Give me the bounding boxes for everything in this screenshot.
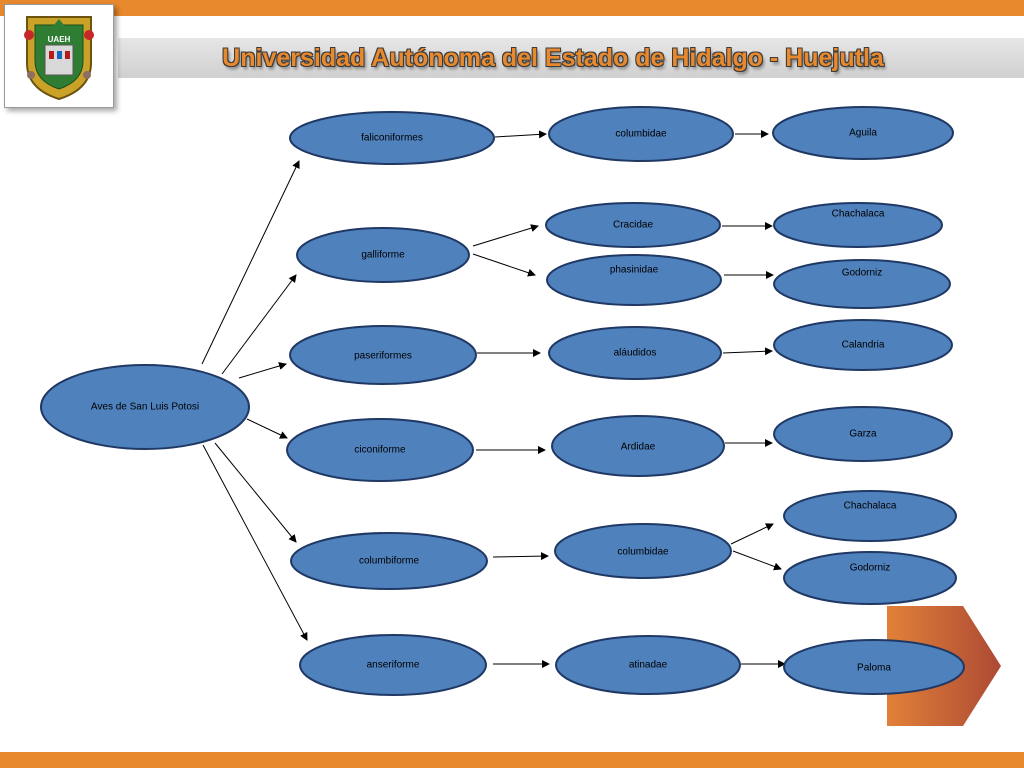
node-family-label: atinadae — [629, 660, 668, 671]
bottom-accent-bar — [0, 752, 1024, 768]
node-order-label: paseriformes — [354, 351, 412, 362]
node-order-label: ciconiforme — [354, 445, 406, 456]
node-order-label: faliconiformes — [361, 133, 423, 144]
edge-alaudidos-calandria — [722, 347, 773, 356]
node-order-anseriforme[interactable]: anseriforme — [299, 634, 487, 696]
edge-root-ciconiforme — [246, 418, 288, 439]
edge-root-anseriforme — [202, 444, 308, 641]
university-logo: UAEH — [4, 4, 114, 108]
logo-text: UAEH — [48, 35, 71, 44]
node-species-label: Calandria — [842, 340, 885, 351]
node-species-label: Paloma — [857, 663, 891, 674]
node-species-godorniz-2[interactable]: Godorniz — [783, 551, 957, 605]
node-order-ciconiforme[interactable]: ciconiforme — [286, 418, 474, 482]
top-accent-bar — [0, 0, 1024, 16]
node-species-label: Chachalaca — [832, 209, 885, 220]
edge-columbidae-godorniz — [732, 550, 782, 571]
edge-columbidae-chachalaca — [730, 523, 774, 545]
node-order-label: columbiforme — [359, 556, 419, 567]
node-species-garza[interactable]: Garza — [773, 406, 953, 462]
node-family-ardidae[interactable]: Ardidae — [551, 415, 725, 477]
node-order-galliforme[interactable]: galliforme — [296, 227, 470, 283]
node-species-label: Chachalaca — [844, 501, 897, 512]
node-family-alaudidos[interactable]: aláudidos — [548, 326, 722, 380]
node-family-label: columbidae — [615, 129, 667, 140]
node-species-label: Garza — [849, 429, 877, 440]
edge-faliconiformes-columbidae — [494, 130, 547, 139]
edge-galliforme-phasinidae — [472, 253, 536, 277]
page-title: Universidad Autónoma del Estado de Hidal… — [222, 44, 884, 72]
edge-root-galliforme — [221, 274, 297, 375]
edge-root-faliconiformes — [201, 160, 300, 365]
edge-root-columbiforme — [214, 442, 297, 543]
edge-columbiforme-columbidae — [492, 552, 549, 561]
node-family-label: aláudidos — [614, 348, 657, 359]
node-order-label: galliforme — [361, 250, 405, 261]
node-order-label: anseriforme — [367, 660, 420, 671]
node-order-faliconiformes[interactable]: faliconiformes — [289, 111, 495, 165]
node-family-label: phasinidae — [610, 265, 659, 276]
node-species-godorniz[interactable]: Godorniz — [773, 259, 951, 309]
node-order-paseriformes[interactable]: paseriformes — [289, 325, 477, 385]
node-order-columbiforme[interactable]: columbiforme — [290, 532, 488, 590]
node-species-chachalaca-2[interactable]: Chachalaca — [783, 490, 957, 542]
node-species-label: Aguila — [849, 128, 877, 139]
shield-icon: UAEH — [24, 16, 94, 101]
node-root-label: Aves de San Luis Potosi — [91, 402, 199, 413]
edge-galliforme-cracidae — [472, 224, 539, 247]
node-species-calandria[interactable]: Calandria — [773, 319, 953, 371]
edge-root-paseriformes — [238, 362, 287, 379]
node-family-label: Ardidae — [621, 442, 656, 453]
node-species-label: Godorniz — [850, 563, 891, 574]
node-family-columbidae-2[interactable]: columbidae — [554, 523, 732, 579]
node-family-label: Cracidae — [613, 220, 653, 231]
node-species-chachalaca[interactable]: Chachalaca — [773, 202, 943, 248]
node-family-columbidae[interactable]: columbidae — [548, 106, 734, 162]
node-family-atinadae[interactable]: atinadae — [555, 635, 741, 695]
node-family-label: columbidae — [617, 547, 669, 558]
title-band — [118, 38, 1024, 78]
node-species-paloma[interactable]: Paloma — [783, 639, 965, 695]
node-species-aguila[interactable]: Aguila — [772, 106, 954, 160]
node-family-cracidae[interactable]: Cracidae — [545, 202, 721, 248]
node-root[interactable]: Aves de San Luis Potosi — [40, 364, 250, 450]
node-species-label: Godorniz — [842, 268, 883, 279]
node-family-phasinidae[interactable]: phasinidae — [546, 254, 722, 306]
